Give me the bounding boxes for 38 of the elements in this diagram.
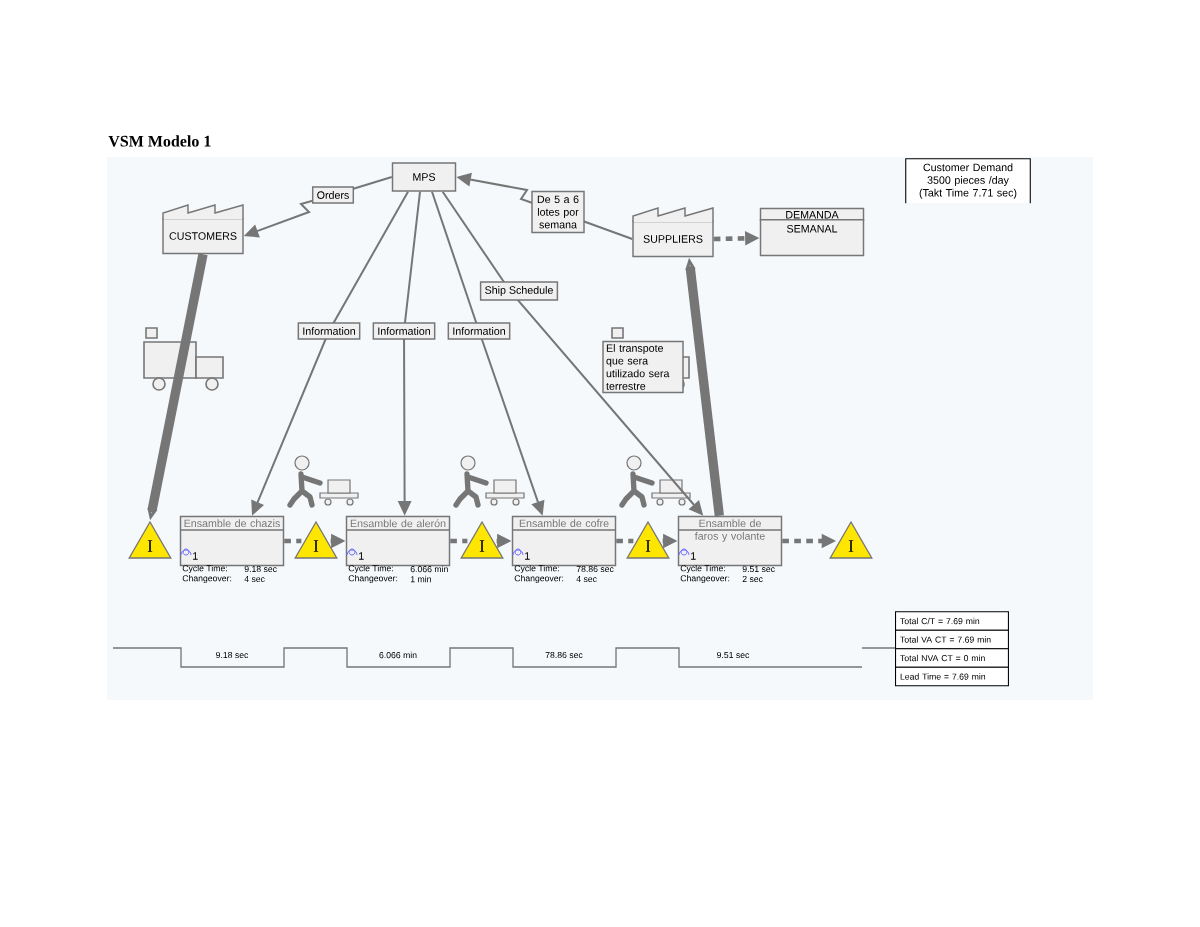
edge-label: Orders [311,186,355,204]
title: VSM Modelo 1 [108,135,211,147]
operator-count: 1 [359,552,364,560]
operator-count: 1 [691,552,696,560]
note-box: Customer Demand 3500 pieces /day (Takt Time 7.71 sec) [905,158,1031,204]
data-box-text: 4 sec [576,575,597,582]
time-label: 9.18 sec [216,651,249,659]
data-box-text: 2 sec [742,575,763,583]
table-cell: Total NVA CT = 0 min [895,648,1009,668]
table-cell: Lead Time = 7.69 min [895,666,1009,687]
time-label: 6.066 min [379,651,417,659]
box: MPS [391,162,457,192]
data-box-text: 78.86 sec [576,565,614,573]
time-label: 9.51 sec [717,651,750,659]
time-label: 78.86 sec [545,651,583,659]
data-box-text: 4 sec [244,575,265,582]
data-box-text: Changeover: [348,574,398,584]
data-box-text: 1 min [410,575,431,583]
edge-label: Information [447,322,511,340]
table-cell: Total VA CT = 7.69 min [895,629,1009,650]
data-box-text: 9.51 sec [742,565,775,573]
box: DEMANDA SEMANAL [759,207,865,257]
data-box-text: Cycle Time: [348,564,393,574]
data-box-text: Changeover: [182,574,232,584]
data-box-text: Cycle Time: [182,564,227,574]
operator-count: 1 [193,552,198,560]
data-box-text: 6.066 min [410,565,448,573]
edge-label: Ship Schedule [479,281,559,301]
data-box-text: 9.18 sec [244,565,277,573]
data-box-text: Cycle Time: [680,564,725,574]
operator-count: 1 [525,552,530,560]
data-box-text: Cycle Time: [514,564,559,574]
data-box-text: Changeover: [514,574,564,584]
edge-label: De 5 a 6 lotes por semana [531,190,585,234]
edge-label: Information [372,322,436,340]
data-box-text: Changeover: [680,574,730,584]
table-cell: Total C/T = 7.69 min [895,611,1009,631]
edge-label: Information [297,322,361,340]
